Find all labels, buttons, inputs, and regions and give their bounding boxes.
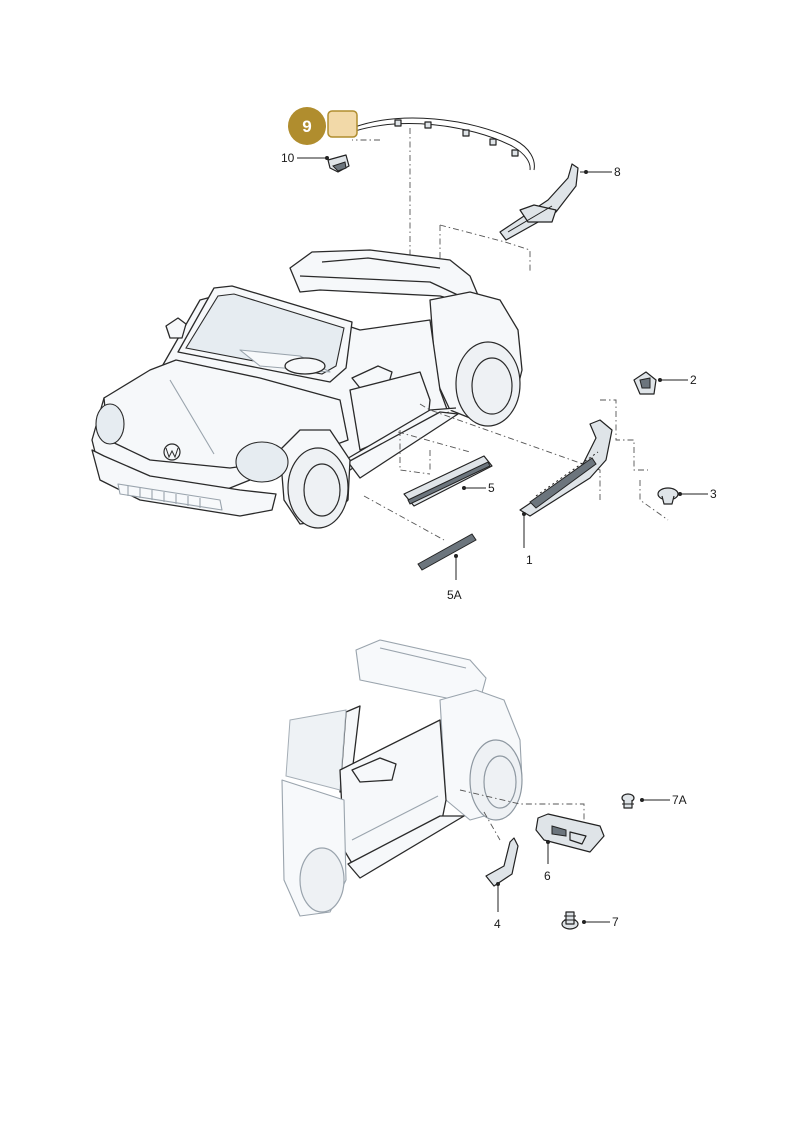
part-6-bracket[interactable] — [535, 813, 605, 853]
callout-7a: 7A — [672, 793, 687, 807]
part-3-push-clip[interactable] — [657, 487, 679, 505]
callout-1: 1 — [526, 553, 533, 567]
car-lower-body — [281, 639, 523, 917]
part-9-trim-strip[interactable] — [351, 117, 535, 171]
callout-9-circle — [288, 107, 326, 145]
callout-9-swatch — [327, 110, 358, 138]
callout-8: 8 — [614, 165, 621, 179]
callout-5a: 5A — [447, 588, 462, 602]
part-7a-screw[interactable] — [621, 793, 635, 809]
callout-10: 10 — [281, 151, 295, 165]
callout-9-label: 9 — [302, 117, 311, 136]
part-2-clip[interactable] — [633, 371, 657, 395]
car-upper-body — [91, 249, 523, 529]
callout-4: 4 — [494, 917, 501, 931]
callout-7: 7 — [612, 915, 619, 929]
part-8-pillar-trim[interactable] — [499, 163, 579, 241]
part-5-sill-strip[interactable] — [403, 455, 493, 507]
part-5a-thin-strip[interactable] — [417, 533, 477, 571]
vw-emblem-icon — [163, 443, 181, 461]
part-1-rocker-trim[interactable] — [519, 419, 613, 517]
part-4-trim-piece[interactable] — [485, 837, 519, 887]
callout-5: 5 — [488, 481, 495, 495]
callout-9-badge[interactable]: 9 — [288, 107, 358, 145]
callout-6: 6 — [544, 869, 551, 883]
part-10-clip[interactable] — [327, 154, 350, 173]
callout-2: 2 — [690, 373, 697, 387]
callout-3: 3 — [710, 487, 717, 501]
part-7-screw[interactable] — [561, 911, 579, 930]
